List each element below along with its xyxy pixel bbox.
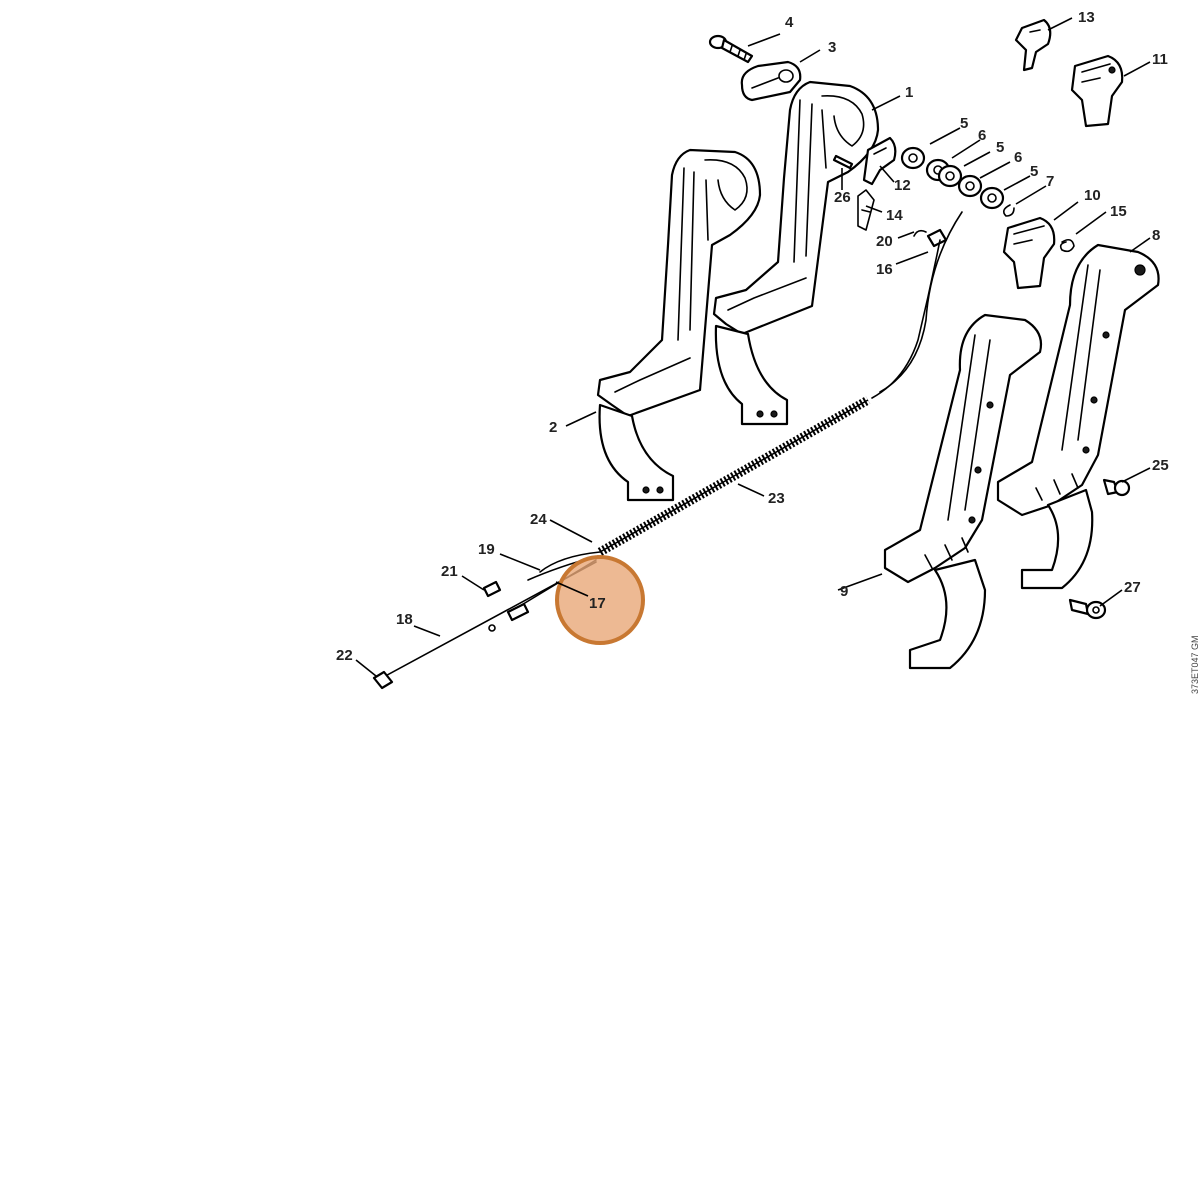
callout-4[interactable]: 4 xyxy=(785,14,794,31)
callout-2[interactable]: 2 xyxy=(549,419,557,436)
callout-11[interactable]: 11 xyxy=(1152,51,1168,68)
part-9-handle-molding[interactable] xyxy=(883,313,1043,670)
part-21-connector[interactable] xyxy=(482,580,502,598)
part-26-pin[interactable] xyxy=(832,154,854,170)
part-17-connector[interactable] xyxy=(506,602,530,622)
part-11-switch[interactable] xyxy=(1070,54,1124,128)
callout-20[interactable]: 20 xyxy=(876,233,893,250)
drawing-code: 373ET047 GM xyxy=(1190,635,1200,694)
callout-22[interactable]: 22 xyxy=(336,647,353,664)
callout-15[interactable]: 15 xyxy=(1110,203,1127,220)
callout-18[interactable]: 18 xyxy=(396,611,413,628)
callout-24[interactable]: 24 xyxy=(530,511,547,528)
callout-9[interactable]: 9 xyxy=(840,583,848,600)
part-2-handle-half[interactable] xyxy=(596,148,762,502)
part-10-switch[interactable] xyxy=(1002,216,1056,290)
part-20-contact[interactable] xyxy=(913,228,948,248)
part-6-washer-2[interactable] xyxy=(957,174,983,198)
part-5-washer[interactable] xyxy=(900,146,926,170)
callout-10[interactable]: 10 xyxy=(1084,187,1101,204)
part-13-lever[interactable] xyxy=(1014,18,1052,72)
part-16-wire[interactable] xyxy=(871,211,963,399)
part-14-clip[interactable] xyxy=(857,189,875,231)
callout-8[interactable]: 8 xyxy=(1152,227,1160,244)
callout-5c[interactable]: 5 xyxy=(1030,163,1038,180)
callout-labels: 1 2 3 4 5 6 5 6 5 7 8 9 10 11 12 13 14 1… xyxy=(336,9,1169,664)
callout-7[interactable]: 7 xyxy=(1046,173,1054,190)
callout-5b[interactable]: 5 xyxy=(996,139,1004,156)
part-7-circlip[interactable] xyxy=(1002,204,1015,217)
callout-26[interactable]: 26 xyxy=(834,189,851,206)
part-25-screw[interactable] xyxy=(1102,478,1131,497)
leader-lines xyxy=(355,17,1151,677)
part-27-screw[interactable] xyxy=(1068,598,1107,620)
callout-1[interactable]: 1 xyxy=(905,84,913,101)
part-5-washer-3[interactable] xyxy=(979,186,1005,210)
callout-6b[interactable]: 6 xyxy=(1014,149,1022,166)
highlight-marker[interactable] xyxy=(555,555,645,645)
callout-6[interactable]: 6 xyxy=(978,127,986,144)
callout-25[interactable]: 25 xyxy=(1152,457,1169,474)
part-4-screw[interactable] xyxy=(708,34,754,64)
callout-23[interactable]: 23 xyxy=(768,490,785,507)
callout-12[interactable]: 12 xyxy=(894,177,911,194)
callout-3[interactable]: 3 xyxy=(828,39,836,56)
part-8-handle-molding[interactable] xyxy=(996,243,1160,590)
part-3-bracket[interactable] xyxy=(740,60,802,102)
callout-16[interactable]: 16 xyxy=(876,261,893,278)
callout-17[interactable]: 17 xyxy=(589,595,606,612)
part-12-trigger[interactable] xyxy=(862,136,897,186)
callout-13[interactable]: 13 xyxy=(1078,9,1095,26)
callout-21[interactable]: 21 xyxy=(441,563,458,580)
part-23-spiral-hose[interactable] xyxy=(597,396,871,556)
part-5-washer-2[interactable] xyxy=(937,164,963,188)
part-1-handle-half[interactable] xyxy=(712,80,880,426)
part-15-spring[interactable] xyxy=(1059,238,1075,253)
callout-27[interactable]: 27 xyxy=(1124,579,1141,596)
callout-14[interactable]: 14 xyxy=(886,207,903,224)
callout-5[interactable]: 5 xyxy=(960,115,968,132)
part-22-terminal[interactable] xyxy=(372,670,394,690)
callout-19[interactable]: 19 xyxy=(478,541,495,558)
